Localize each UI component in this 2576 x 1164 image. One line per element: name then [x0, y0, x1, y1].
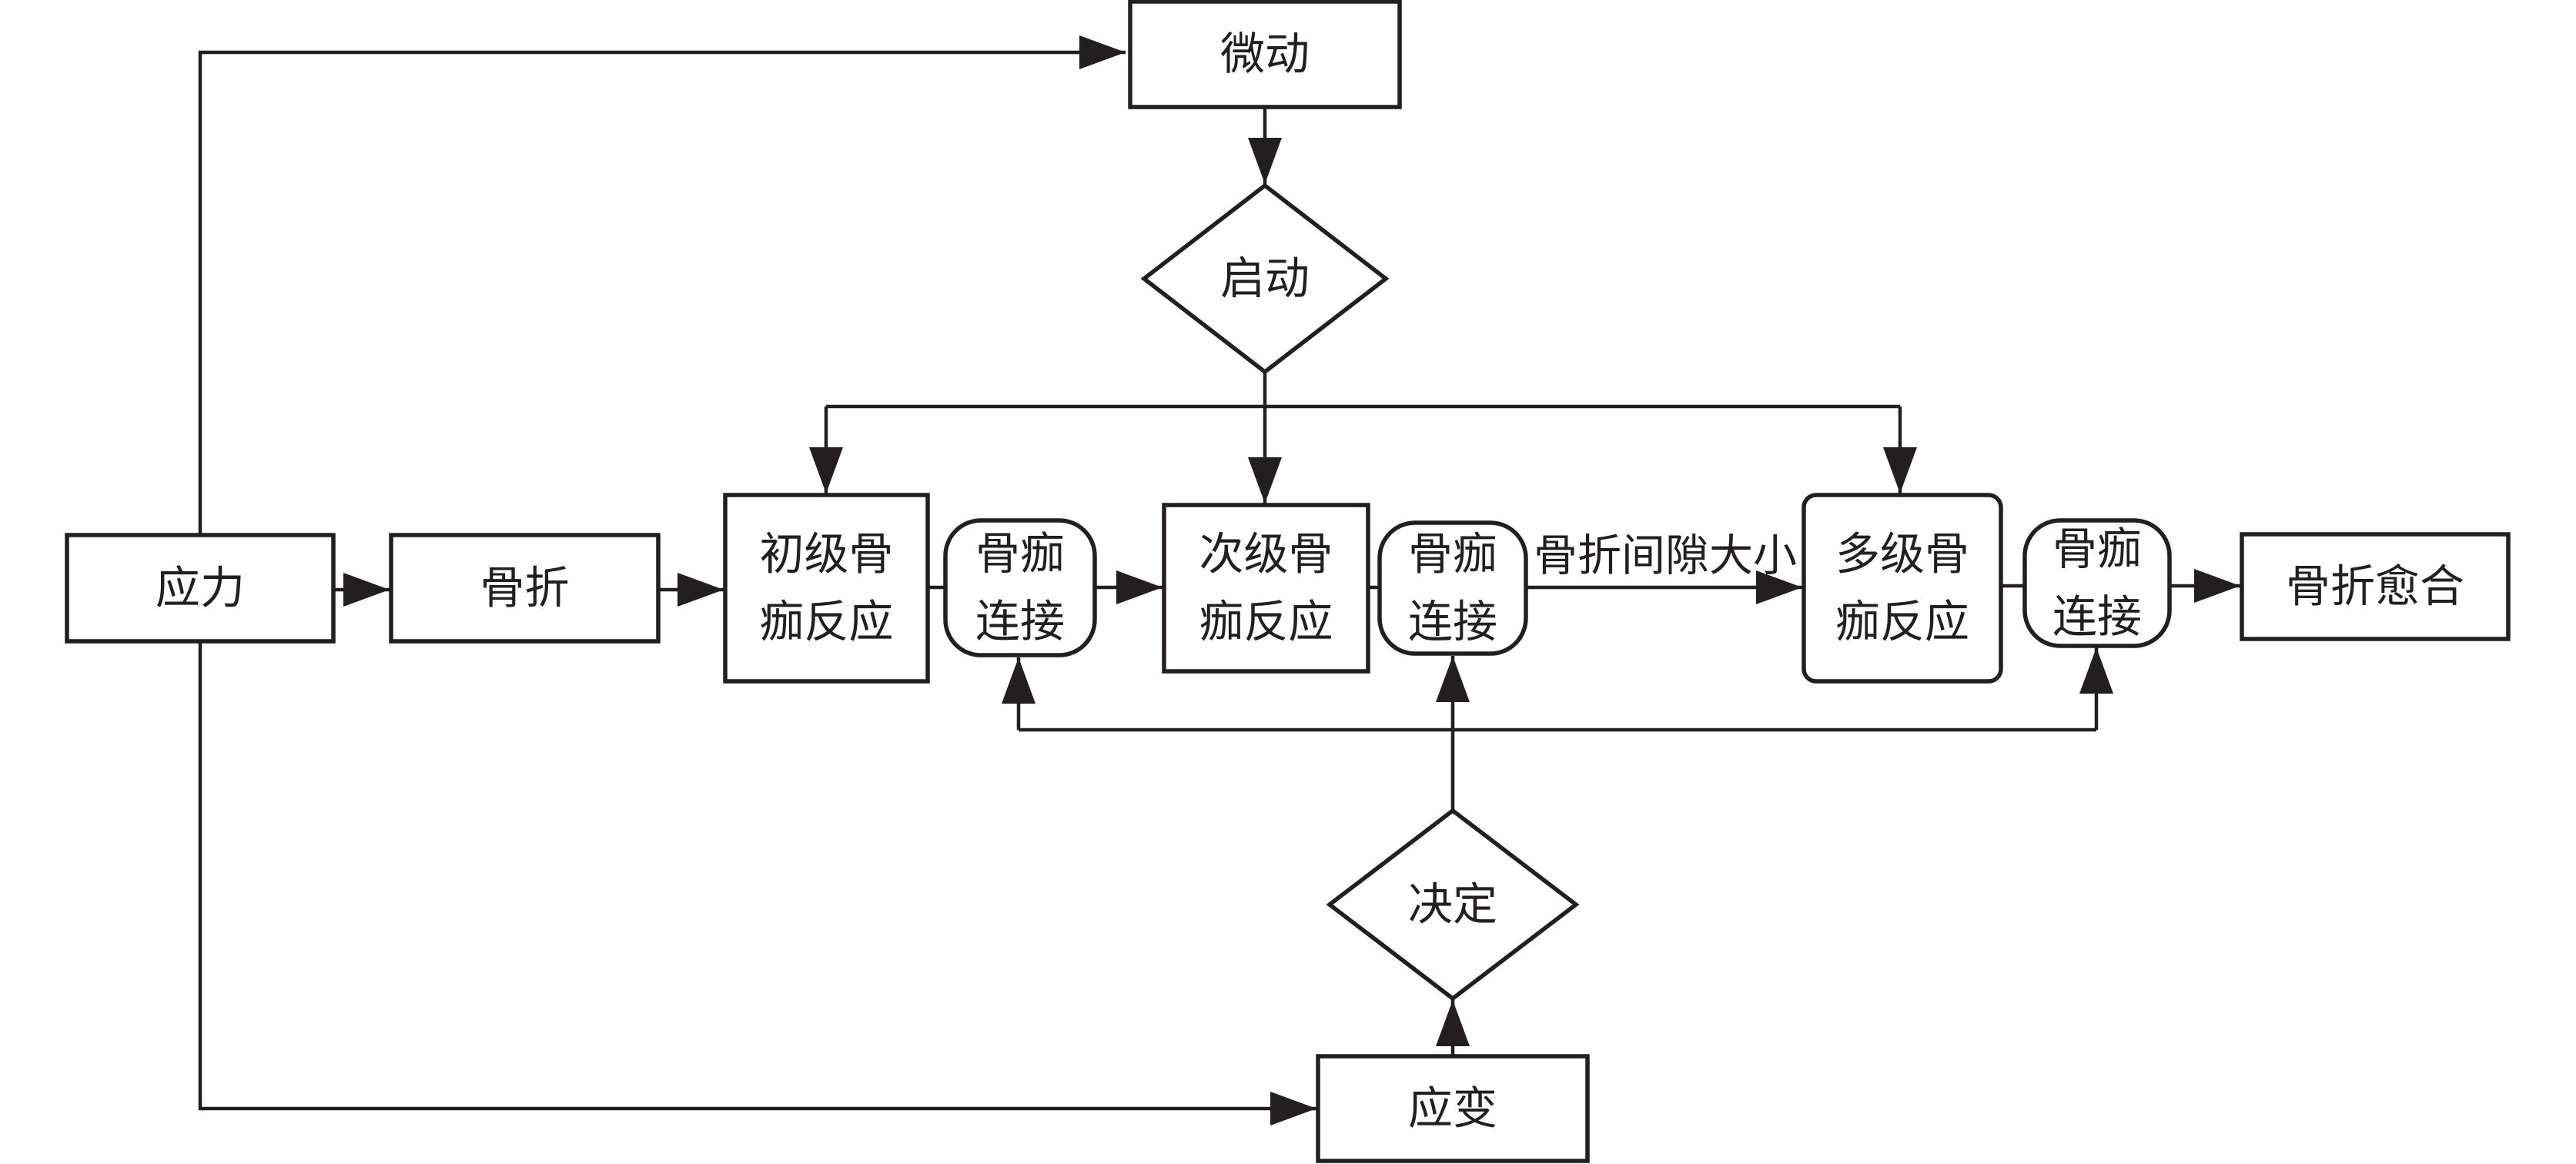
- node-primary-callus-reaction-box: 初级骨痂反应: [723, 493, 930, 684]
- multilevel-callus-reaction-box-shape: [1802, 493, 2003, 684]
- secondary-callus-reaction-box-shape: [1162, 503, 1370, 674]
- multilevel-callus-reaction-box-label: 多级骨痂反应: [1835, 530, 1969, 647]
- edge-layer: [198, 35, 2240, 1126]
- node-callus-connection-2: 骨痂连接: [1377, 520, 1528, 656]
- decide-decision-diamond-shape: [1326, 808, 1580, 1002]
- node-stress-box: 应力: [65, 533, 336, 644]
- strain-box-label: 应变: [1408, 1084, 1497, 1134]
- edge-stress-top-rail-to-micromotion: [198, 35, 1126, 535]
- node-strain-box: 应变: [1316, 1054, 1590, 1163]
- primary-callus-reaction-box-label: 初级骨痂反应: [759, 530, 893, 647]
- activate-decision-diamond-label: 启动: [1220, 254, 1310, 304]
- node-multilevel-callus-reaction-box: 多级骨痂反应: [1802, 493, 2003, 684]
- stress-box-shape: [65, 533, 336, 644]
- node-secondary-callus-reaction-box: 次级骨痂反应: [1162, 503, 1370, 674]
- secondary-callus-reaction-box-label: 次级骨痂反应: [1199, 530, 1333, 647]
- node-callus-connection-1: 骨痂连接: [943, 518, 1097, 657]
- fracture-gap-size-label: 骨折间隙大小: [1534, 532, 1797, 580]
- node-micro-motion-box: 微动: [1128, 0, 1402, 109]
- node-layer: 微动启动应力骨折初级骨痂反应骨痂连接次级骨痂反应骨痂连接多级骨痂反应骨痂连接骨折…: [65, 0, 2511, 1163]
- callus-connection-3-shape: [2022, 518, 2172, 648]
- node-callus-connection-3: 骨痂连接: [2022, 518, 2172, 648]
- callus-connection-1-shape: [943, 518, 1097, 657]
- fracture-healing-box-shape: [2240, 532, 2511, 641]
- callus-connection-2-label: 骨痂连接: [1408, 530, 1497, 647]
- stress-box-label: 应力: [156, 564, 245, 614]
- node-fracture-healing-box: 骨折愈合: [2240, 532, 2511, 641]
- decide-decision-diamond-label: 决定: [1408, 880, 1497, 930]
- micro-motion-box-shape: [1128, 0, 1402, 109]
- activate-decision-diamond-shape: [1140, 182, 1390, 375]
- fracture-box-label: 骨折: [480, 564, 569, 614]
- callus-connection-3-label: 骨痂连接: [2052, 524, 2142, 642]
- callus-connection-1-label: 骨痂连接: [975, 529, 1065, 647]
- callus-connection-2-shape: [1377, 520, 1528, 656]
- node-activate-decision-diamond: 启动: [1140, 182, 1390, 375]
- micro-motion-box-label: 微动: [1220, 29, 1310, 79]
- primary-callus-reaction-box-shape: [723, 493, 930, 684]
- strain-box-shape: [1316, 1054, 1590, 1163]
- node-decide-decision-diamond: 决定: [1326, 808, 1580, 1002]
- fracture-box-shape: [389, 533, 661, 644]
- fracture-healing-box-label: 骨折愈合: [2286, 562, 2464, 612]
- edge-stress-bottom-rail-to-strain: [198, 641, 1316, 1126]
- node-fracture-box: 骨折: [389, 533, 661, 644]
